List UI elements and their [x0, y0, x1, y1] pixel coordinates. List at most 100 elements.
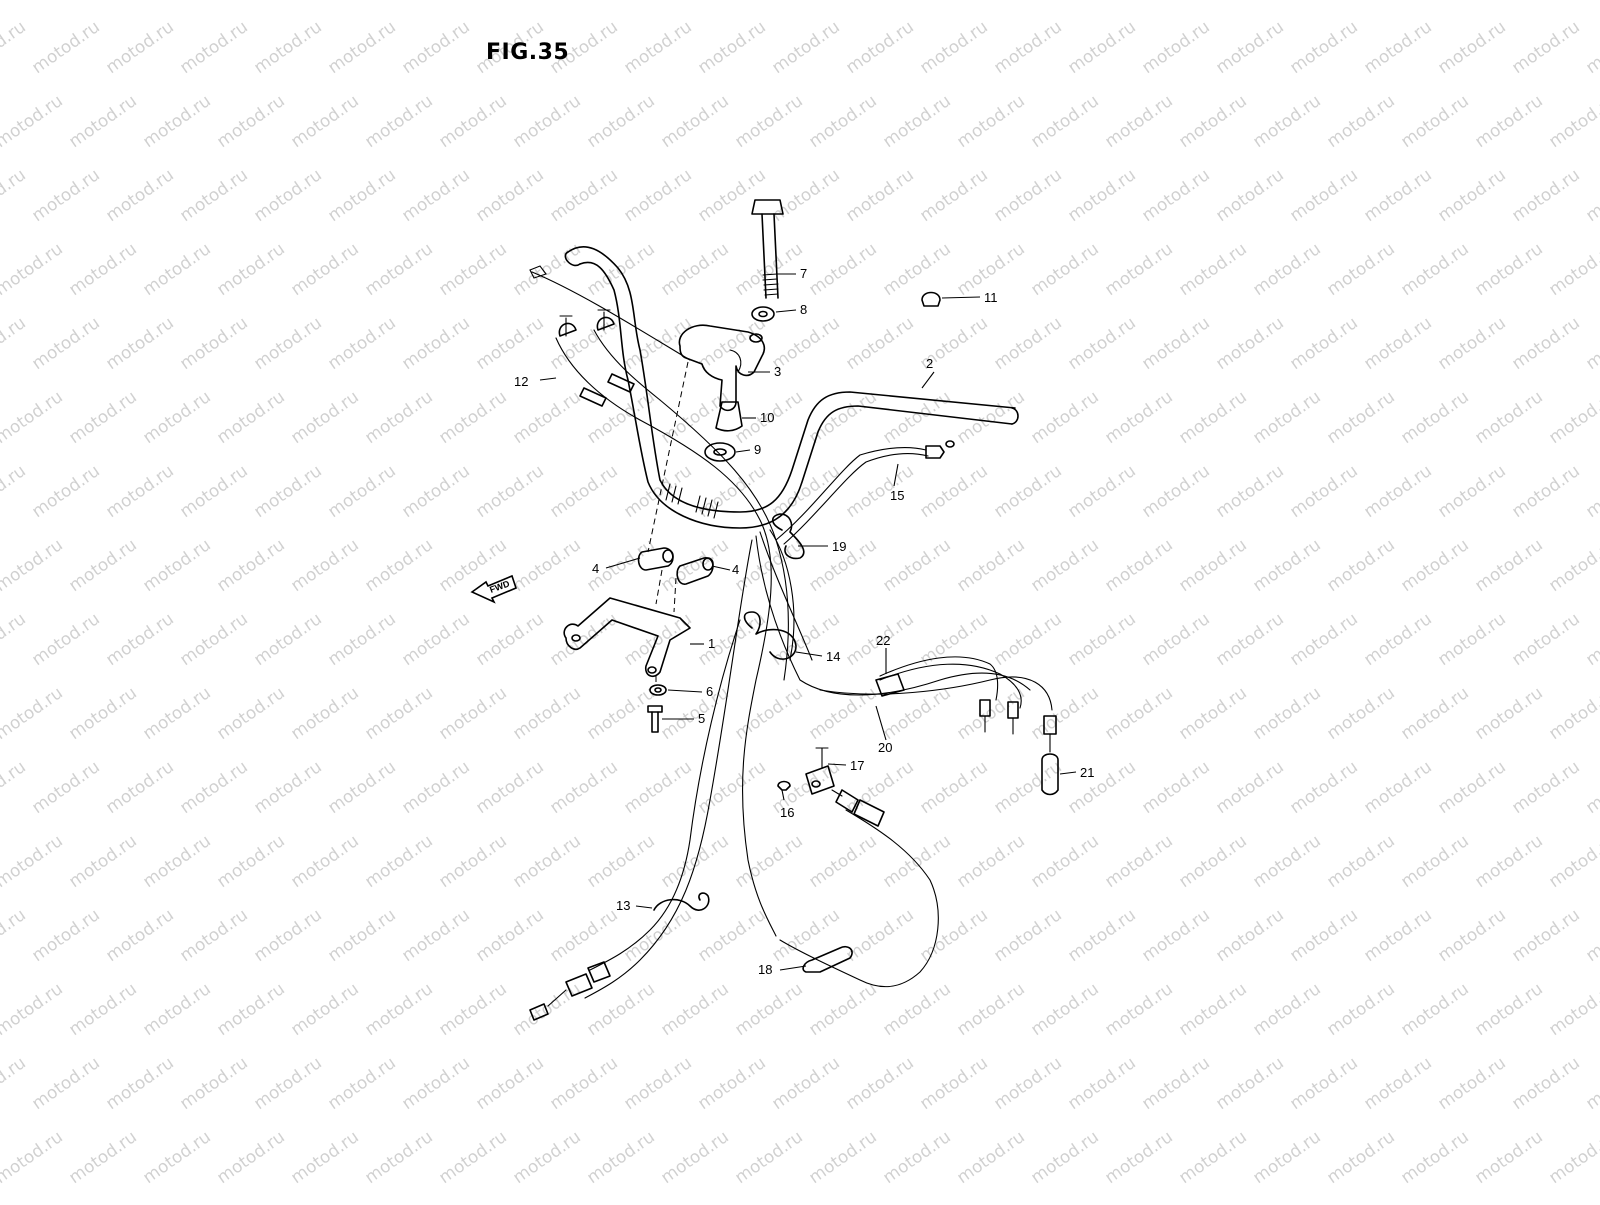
- watermark-text: motod.ru: [842, 461, 917, 522]
- watermark-text: motod.ru: [583, 91, 658, 152]
- watermark-text: motod.ru: [1545, 831, 1600, 892]
- watermark-text: motod.ru: [472, 165, 547, 226]
- watermark-text: motod.ru: [1545, 0, 1600, 4]
- watermark-text: motod.ru: [694, 905, 769, 966]
- watermark-text: motod.ru: [176, 17, 251, 78]
- watermark-text: motod.ru: [694, 461, 769, 522]
- watermark-text: motod.ru: [731, 0, 806, 4]
- watermark-text: motod.ru: [139, 0, 214, 4]
- watermark-text: motod.ru: [1397, 831, 1472, 892]
- cable-holder: [777, 747, 885, 827]
- watermark-text: motod.ru: [102, 313, 177, 374]
- watermark-text: motod.ru: [1064, 165, 1139, 226]
- watermark-text: motod.ru: [139, 387, 214, 448]
- watermark-text: motod.ru: [1101, 683, 1176, 744]
- watermark-text: motod.ru: [1471, 91, 1546, 152]
- watermark-text: motod.ru: [1249, 535, 1324, 596]
- watermark-text: motod.ru: [287, 831, 362, 892]
- watermark-text: motod.ru: [0, 91, 67, 152]
- watermark-text: motod.ru: [1434, 905, 1509, 966]
- watermark-text: motod.ru: [509, 387, 584, 448]
- callout-20: 20: [878, 740, 892, 755]
- watermark-text: motod.ru: [139, 239, 214, 300]
- watermark-text: motod.ru: [694, 17, 769, 78]
- watermark-text: motod.ru: [176, 757, 251, 818]
- watermark-text: motod.ru: [250, 1053, 325, 1114]
- watermark-text: motod.ru: [842, 17, 917, 78]
- watermark-text: motod.ru: [1508, 17, 1583, 78]
- watermark-text: motod.ru: [1434, 757, 1509, 818]
- watermark-text: motod.ru: [398, 313, 473, 374]
- figure-title: FIG.35: [486, 40, 570, 65]
- watermark-text: motod.ru: [1138, 17, 1213, 78]
- watermark-text: motod.ru: [176, 1053, 251, 1114]
- watermark-text: motod.ru: [1323, 387, 1398, 448]
- watermark-text: motod.ru: [1323, 683, 1398, 744]
- watermark-text: motod.ru: [1508, 757, 1583, 818]
- watermark-text: motod.ru: [287, 91, 362, 152]
- watermark-text: motod.ru: [287, 979, 362, 1040]
- watermark-text: motod.ru: [0, 17, 30, 78]
- washer-6: [649, 684, 667, 696]
- callout-11: 11: [984, 290, 998, 305]
- upper-holder: [678, 324, 766, 412]
- watermark-text: motod.ru: [953, 831, 1028, 892]
- callout-4-right: 4: [732, 562, 739, 577]
- watermark-text: motod.ru: [657, 91, 732, 152]
- watermark-text: motod.ru: [1360, 313, 1435, 374]
- watermark-text: motod.ru: [990, 461, 1065, 522]
- watermark-text: motod.ru: [1101, 387, 1176, 448]
- watermark-text: motod.ru: [472, 609, 547, 670]
- watermark-text: motod.ru: [65, 387, 140, 448]
- watermark-text: motod.ru: [435, 1127, 510, 1188]
- callout-4-left: 4: [592, 561, 599, 576]
- watermark-text: motod.ru: [361, 239, 436, 300]
- watermark-text: motod.ru: [435, 831, 510, 892]
- cap-21: [1041, 753, 1059, 796]
- watermark-text: motod.ru: [324, 905, 399, 966]
- watermark-text: motod.ru: [324, 165, 399, 226]
- watermark-text: motod.ru: [694, 757, 769, 818]
- callout-22: 22: [876, 633, 890, 648]
- watermark-text: motod.ru: [768, 17, 843, 78]
- watermark-text: motod.ru: [361, 831, 436, 892]
- watermark-text: motod.ru: [509, 831, 584, 892]
- watermark-text: motod.ru: [28, 905, 103, 966]
- watermark-text: motod.ru: [1286, 609, 1361, 670]
- watermark-text: motod.ru: [65, 831, 140, 892]
- callout-1: 1: [708, 636, 715, 651]
- watermark-text: motod.ru: [361, 535, 436, 596]
- watermark-text: motod.ru: [546, 1053, 621, 1114]
- watermark-text: motod.ru: [1138, 757, 1213, 818]
- watermark-text: motod.ru: [213, 831, 288, 892]
- watermark-text: motod.ru: [1249, 979, 1324, 1040]
- watermark-text: motod.ru: [435, 387, 510, 448]
- watermark-text: motod.ru: [28, 17, 103, 78]
- watermark-text: motod.ru: [1027, 0, 1102, 4]
- watermark-text: motod.ru: [28, 165, 103, 226]
- watermark-text: motod.ru: [1064, 609, 1139, 670]
- watermark-text: motod.ru: [102, 905, 177, 966]
- callout-7: 7: [800, 266, 807, 281]
- watermark-text: motod.ru: [0, 387, 67, 448]
- watermark-text: motod.ru: [1471, 239, 1546, 300]
- watermark-text: motod.ru: [546, 165, 621, 226]
- holder-lower-right: [676, 557, 714, 585]
- watermark-text: motod.ru: [139, 535, 214, 596]
- watermark-text: motod.ru: [842, 165, 917, 226]
- clamp-18: [802, 945, 853, 973]
- watermark-text: motod.ru: [805, 0, 880, 4]
- watermark-text: motod.ru: [472, 905, 547, 966]
- watermark-text: motod.ru: [953, 91, 1028, 152]
- watermark-text: motod.ru: [916, 1053, 991, 1114]
- watermark-text: motod.ru: [1397, 683, 1472, 744]
- watermark-text: motod.ru: [1175, 91, 1250, 152]
- watermark-text: motod.ru: [1212, 461, 1287, 522]
- watermark-text: motod.ru: [0, 905, 30, 966]
- watermark-text: motod.ru: [1508, 1053, 1583, 1114]
- bolt-5: [647, 705, 663, 733]
- callouts: 1 2 3 4 4 5 6 7 8 9 10 11 12 13 14 15 16…: [514, 266, 1094, 977]
- watermark-text: motod.ru: [1508, 313, 1583, 374]
- watermark-text: motod.ru: [731, 239, 806, 300]
